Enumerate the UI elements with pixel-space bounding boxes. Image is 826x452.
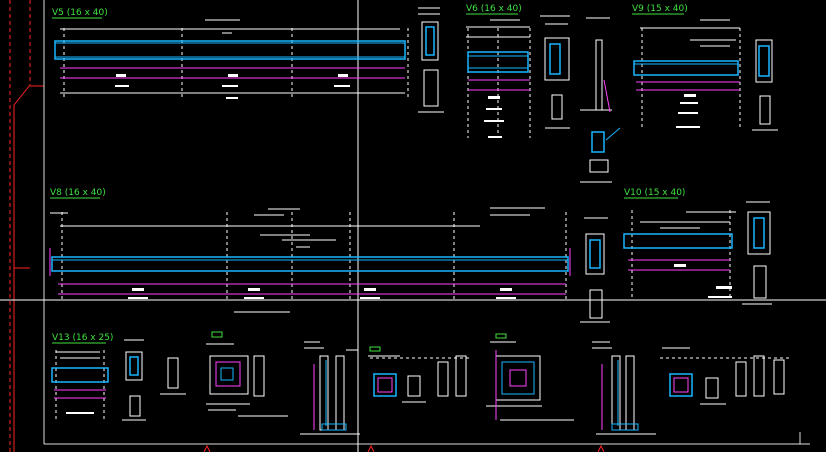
grid-axis-markers (203, 444, 605, 452)
beam-v9-label: V9 (15 x 40) (632, 4, 688, 14)
column-footing-details[interactable] (206, 331, 790, 435)
beam-v13-detail[interactable]: V13 (16 x 25) (51, 333, 186, 421)
sheet-border (9, 0, 44, 452)
beam-v6-label: V6 (16 x 40) (466, 4, 522, 14)
beam-v5-label: V5 (16 x 40) (52, 8, 108, 18)
beam-v6-detail[interactable]: V6 (16 x 40) (418, 4, 621, 183)
beam-v8-label: V8 (16 x 40) (50, 188, 106, 198)
beam-v13-label: V13 (16 x 25) (52, 333, 113, 343)
beam-v5-detail[interactable]: V5 (16 x 40) (52, 8, 409, 100)
beam-v9-detail[interactable]: V9 (15 x 40) (632, 4, 778, 131)
beam-v8-detail[interactable]: V8 (16 x 40) (49, 188, 610, 323)
beam-v10-detail[interactable]: V10 (15 x 40) (623, 188, 772, 305)
drawing-frame (43, 0, 810, 445)
beam-v10-label: V10 (15 x 40) (624, 188, 685, 198)
